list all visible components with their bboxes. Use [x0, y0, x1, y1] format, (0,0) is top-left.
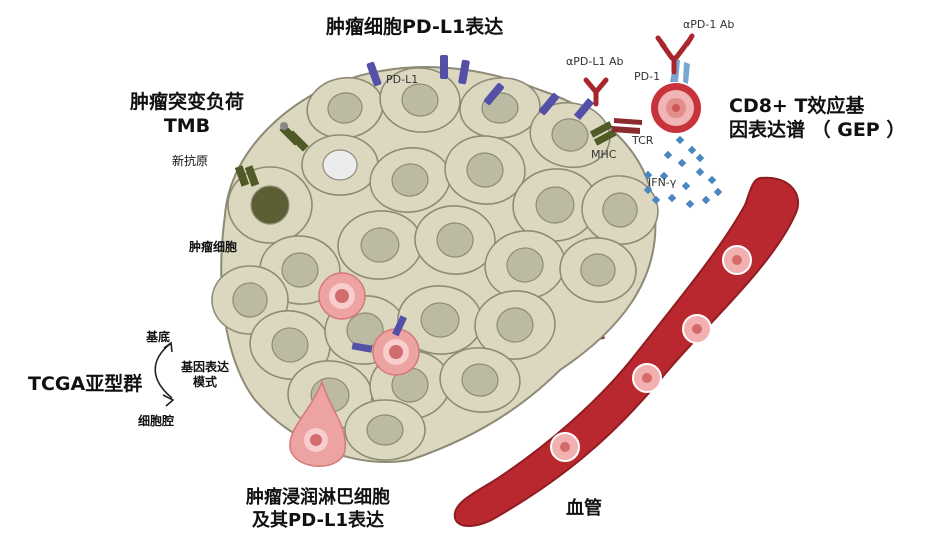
tumor-cell [529, 101, 611, 169]
tmb-label: 肿瘤突变负荷 TMB [128, 90, 246, 138]
tumor-cell [227, 166, 313, 244]
tmb-line-2: TMB [163, 115, 211, 137]
tumor-cell-label: 肿瘤细胞 [189, 240, 238, 254]
ifn-dot-icon [643, 135, 723, 209]
blood-cell-icon [632, 363, 662, 393]
anti-pd-l1-ab-label: αPD-L1 Ab [566, 55, 624, 68]
mhc-label: MHC [591, 148, 617, 161]
tumor-cell [581, 175, 659, 245]
mhc-complex-icon [589, 121, 617, 146]
tumor-cell [369, 147, 451, 213]
lymphocyte-2 [351, 315, 420, 376]
tumor-cell [306, 76, 384, 140]
anti-pd-1-antibody-icon [655, 33, 695, 75]
tumor-cell [379, 67, 461, 133]
neoantigen-receptor-1 [234, 165, 260, 187]
blood-vessel-tube [453, 176, 800, 527]
pd-l1-bound-icon [573, 98, 595, 120]
tumor-pdl1-title: 肿瘤细胞PD-L1表达 [326, 16, 504, 38]
tumor-cell [439, 347, 521, 413]
pd-l1-label: PD-L1 [386, 73, 419, 86]
cd8-gep-label: CD8+ T效应基 因表达谱 （ GEP ） [729, 94, 905, 142]
gene-expression-label: 基因表达 模式 [172, 360, 238, 390]
til-label: 肿瘤浸润淋巴细胞 及其PD-L1表达 [228, 486, 408, 532]
gene-expression-line-1: 基因表达 [180, 360, 229, 374]
tcga-arrows [154, 341, 175, 407]
tumor-cell [301, 134, 379, 196]
tumor-cell [414, 205, 496, 275]
tumor-cell [344, 399, 426, 461]
basal-label: 基底 [146, 330, 171, 344]
anti-pd-1-ab-label: αPD-1 Ab [683, 18, 735, 31]
tumor-cell [559, 237, 637, 303]
lymphocyte-1 [318, 272, 366, 320]
til-line-2: 及其PD-L1表达 [252, 510, 384, 531]
gene-expression-line-2: 模式 [192, 375, 217, 389]
migrating-lymphocyte [289, 379, 347, 467]
blood-cell-icon [682, 314, 712, 344]
cd8-line-1: CD8+ T效应基 [729, 95, 865, 117]
blood-vessel-label: 血管 [566, 498, 602, 519]
blood-cell-icon [722, 245, 752, 275]
t-cell-icon [651, 83, 701, 133]
tcr-label: TCR [632, 134, 654, 147]
anti-pd-l1-antibody-icon [583, 77, 609, 107]
tumor-cell [444, 135, 526, 205]
tumor-cell [459, 77, 541, 139]
tmb-line-1: 肿瘤突变负荷 [129, 91, 244, 113]
pd-1-label: PD-1 [634, 70, 661, 83]
pd-l1-receptor-icon [366, 55, 559, 115]
tcr-icon [612, 118, 642, 134]
til-line-1: 肿瘤浸润淋巴细胞 [246, 487, 390, 508]
tcga-subtype-label: TCGA亚型群 [28, 373, 143, 395]
blood-cell-icon [550, 432, 580, 462]
neoantigen-receptor-2 [279, 122, 309, 152]
tumor-cell [474, 290, 556, 360]
ifn-gamma-label: IFN-γ [648, 176, 677, 189]
neoantigen-label: 新抗原 [172, 154, 209, 168]
tumor-cell [337, 210, 423, 280]
cd8-line-2: 因表达谱 （ GEP ） [729, 119, 906, 141]
luminal-label: 细胞腔 [138, 414, 175, 428]
tumor-cell [249, 310, 331, 380]
